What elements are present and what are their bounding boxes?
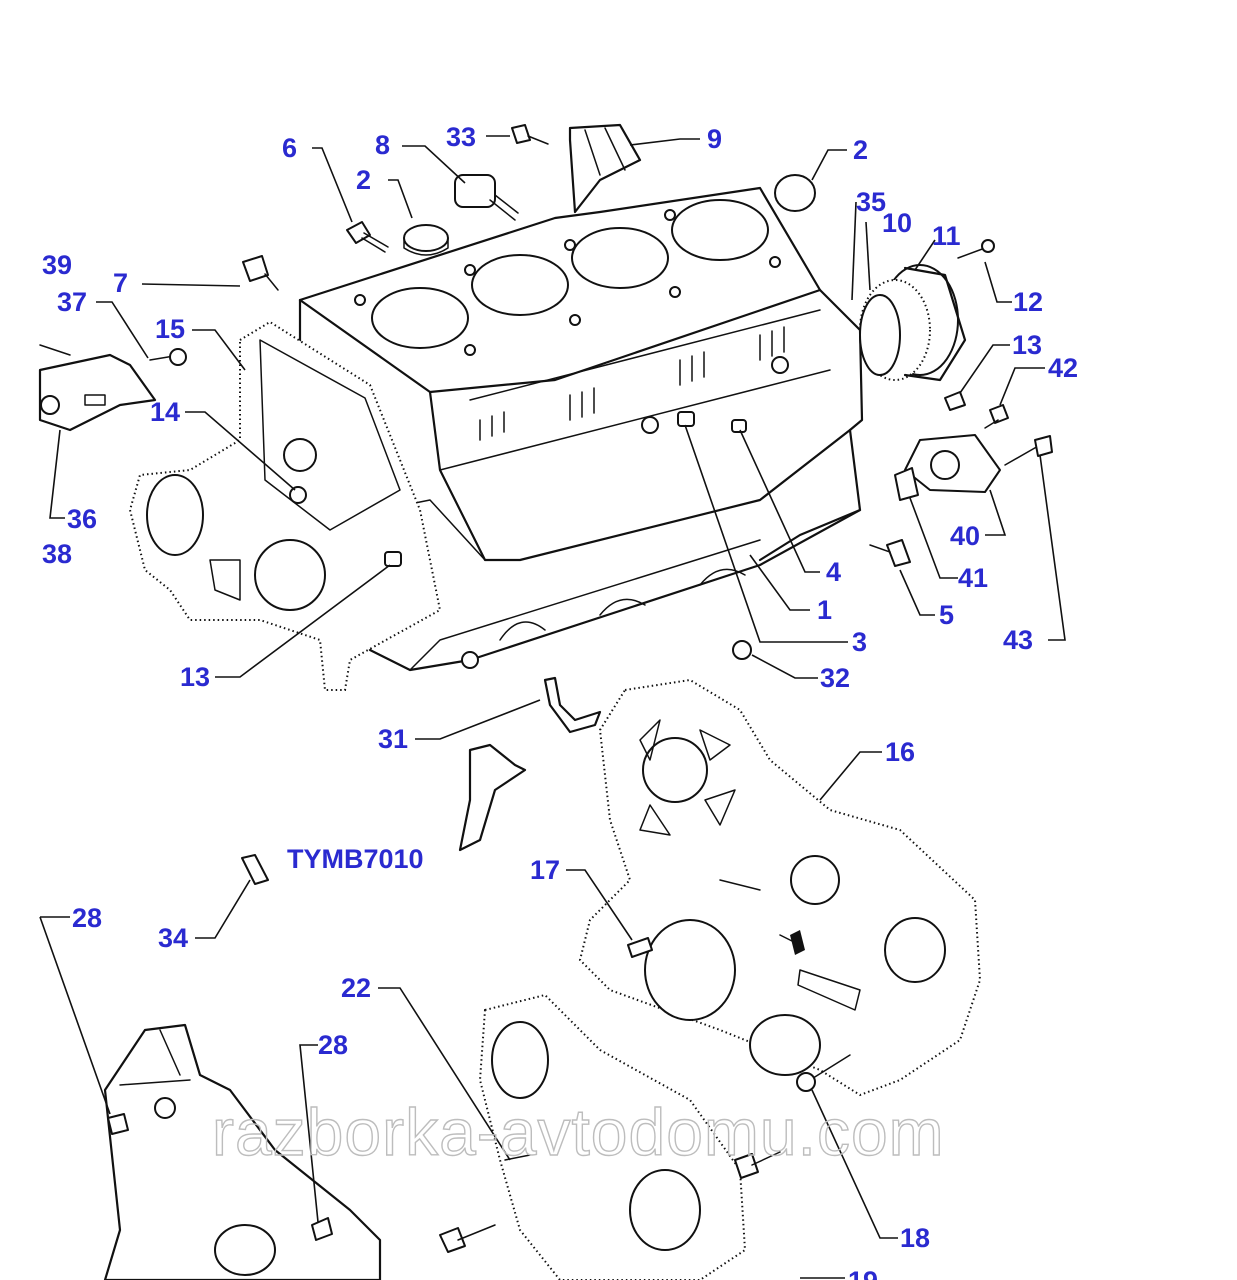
part-label-8: 8: [375, 130, 390, 160]
part-label-15: 15: [155, 314, 185, 344]
part-label-2-left: 2: [356, 165, 371, 195]
part-label-37: 37: [57, 287, 87, 317]
part-label-14: 14: [150, 397, 180, 427]
part-label-41: 41: [958, 563, 988, 593]
part-label-38: 38: [42, 539, 72, 569]
engine-block-drawing: [298, 186, 864, 672]
part-label-17: 17: [530, 855, 560, 885]
part-label-16: 16: [885, 737, 915, 767]
part-label-42: 42: [1048, 353, 1078, 383]
leader-lines: [39, 135, 1066, 1279]
lower-parts-drawing: [103, 676, 982, 1280]
part-label-32: 32: [820, 663, 850, 693]
drawing-code: TYMB7010: [287, 844, 424, 874]
part-label-34: 34: [158, 923, 188, 953]
part-label-39: 39: [42, 250, 72, 280]
part-label-43: 43: [1003, 625, 1033, 655]
part-label-19: 19: [848, 1266, 878, 1280]
part-label-6: 6: [282, 133, 297, 163]
part-label-4: 4: [826, 557, 841, 587]
part-label-33: 33: [446, 122, 476, 152]
part-label-18: 18: [900, 1223, 930, 1253]
part-label-2-right: 2: [853, 135, 868, 165]
part-label-12: 12: [1013, 287, 1043, 317]
part-label-40: 40: [950, 521, 980, 551]
part-label-35: 35: [856, 187, 886, 217]
small-parts-drawing: [38, 123, 1053, 660]
part-label-31: 31: [378, 724, 408, 754]
part-label-22: 22: [341, 973, 371, 1003]
part-label-11: 11: [932, 221, 961, 251]
part-labels: 6 8 33 9 2 2 35 10 11 39 7 37 15 12 13 4…: [42, 122, 1078, 1280]
part-label-13-left: 13: [180, 662, 210, 692]
part-label-1: 1: [817, 595, 832, 625]
part-label-10: 10: [882, 208, 912, 238]
part-label-36: 36: [67, 504, 97, 534]
part-label-7: 7: [113, 268, 128, 298]
part-label-13-right: 13: [1012, 330, 1042, 360]
front-plate-gasket-drawing: [128, 320, 442, 691]
part-label-3: 3: [852, 627, 867, 657]
part-label-28-right: 28: [318, 1030, 348, 1060]
part-label-5: 5: [939, 600, 954, 630]
part-label-28-left: 28: [72, 903, 102, 933]
watermark: razborka-avtodomu.com: [212, 1095, 945, 1169]
part-label-9: 9: [707, 124, 722, 154]
